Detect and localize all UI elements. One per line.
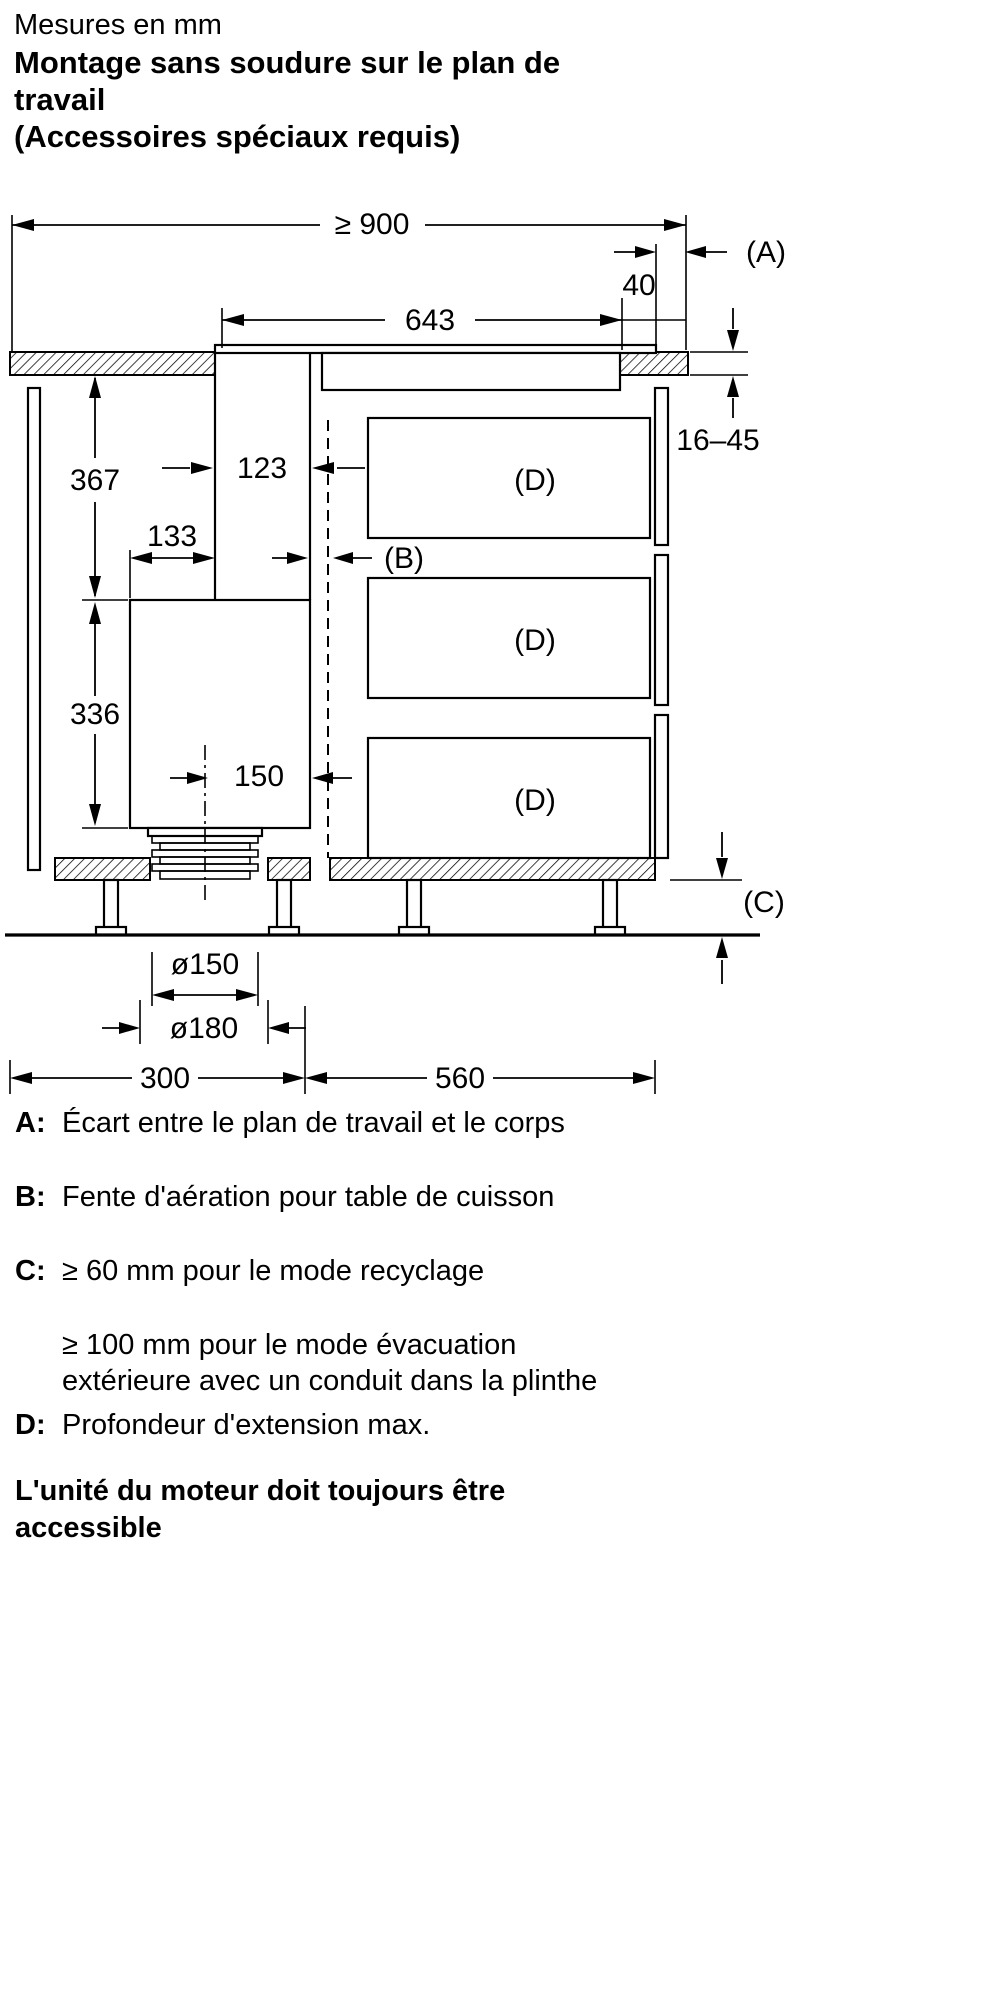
label-a-pointer: (A) <box>614 236 786 269</box>
page-title: Montage sans soudure sur le plan de trav… <box>14 45 561 117</box>
dim-height-367: 367 <box>70 376 128 601</box>
dim-560-label: 560 <box>435 1062 485 1095</box>
motor-unit <box>128 598 312 838</box>
label-c-pointer: (C) <box>670 832 785 984</box>
left-side-panel <box>26 386 42 872</box>
drawers: (D) (D) (D) <box>366 416 652 860</box>
legend-key-d: D: <box>15 1409 46 1441</box>
dim-123-label: 123 <box>237 452 287 485</box>
dim-dia-150: ø150 <box>151 948 259 1006</box>
legend-row-d: D: Profondeur d'extension max. <box>15 1407 980 1443</box>
dim-motor-133: 133 <box>129 520 215 598</box>
label-c: (C) <box>743 886 785 919</box>
cabinet-legs <box>94 878 627 937</box>
drawer-3-label: (D) <box>514 784 556 817</box>
legend: A: Écart entre le plan de travail et le … <box>15 1105 980 1547</box>
dim-dia-180: ø180 <box>102 1000 306 1045</box>
dim-duct-123: 123 <box>162 452 365 485</box>
dim-height-336: 336 <box>70 602 128 829</box>
dim-bottom-560: 560 <box>305 1060 656 1095</box>
motor-access-note: L'unité du moteur doit toujours être acc… <box>15 1475 506 1544</box>
drawer-3 <box>366 736 652 860</box>
label-a: (A) <box>746 236 786 269</box>
dim-150-label: 150 <box>234 760 284 793</box>
dim-dia180-label: ø180 <box>170 1012 238 1045</box>
drawer-1 <box>366 416 652 540</box>
cooktop <box>213 343 658 392</box>
dim-133-label: 133 <box>147 520 197 553</box>
air-duct <box>213 353 312 600</box>
plinth-strips <box>54 857 656 881</box>
drawer-2 <box>366 576 652 700</box>
page-subtitle: (Accessoires spéciaux requis) <box>14 119 461 154</box>
dim-643-label: 643 <box>405 304 455 337</box>
drawer-1-label: (D) <box>514 464 556 497</box>
legend-key-c: C: <box>15 1255 46 1287</box>
dim-40-label: 40 <box>622 269 655 302</box>
legend-row-c: C: ≥ 60 mm pour le mode recyclage <box>15 1253 980 1289</box>
dim-cooktop-643: 643 <box>221 304 622 348</box>
right-side-panels <box>653 386 670 860</box>
dim-336-label: 336 <box>70 698 120 731</box>
dim-overhang-40: 40 <box>621 244 686 350</box>
legend-text-c2: ≥ 100 mm pour le mode évacuation extérie… <box>62 1329 598 1397</box>
label-b-pointer: (B) <box>272 542 424 575</box>
legend-text-c: ≥ 60 mm pour le mode recyclage <box>62 1255 485 1287</box>
drawer-2-label: (D) <box>514 624 556 657</box>
legend-key-c2 <box>15 1327 62 1399</box>
dim-thickness-16-45: 16–45 <box>676 308 760 457</box>
worktop-left <box>9 351 216 376</box>
installation-diagram: (D) (D) (D) <box>5 208 786 1095</box>
measures-label: Mesures en mm <box>14 9 222 41</box>
worktop-right <box>619 351 689 376</box>
legend-text-b: Fente d'aération pour table de cuisson <box>62 1181 555 1213</box>
dim-duct-150: 150 <box>170 760 352 793</box>
legend-row-c2: ≥ 100 mm pour le mode évacuation extérie… <box>15 1327 980 1399</box>
dim-dia150-label: ø150 <box>171 948 239 981</box>
legend-key-a: A: <box>15 1107 46 1139</box>
dim-300-label: 300 <box>140 1062 190 1095</box>
label-b: (B) <box>384 542 424 575</box>
dim-total-width: ≥ 900 <box>11 208 687 352</box>
dim-367-label: 367 <box>70 464 120 497</box>
legend-text-d: Profondeur d'extension max. <box>62 1409 431 1441</box>
dim-total-width-label: ≥ 900 <box>335 208 410 241</box>
dim-thickness-label: 16–45 <box>676 424 759 457</box>
legend-row-b: B: Fente d'aération pour table de cuisso… <box>15 1179 980 1215</box>
dim-bottom-300: 300 <box>9 1006 306 1095</box>
title-block: Mesures en mm Montage sans soudure sur l… <box>14 6 744 155</box>
legend-key-b: B: <box>15 1181 46 1213</box>
legend-text-a: Écart entre le plan de travail et le cor… <box>62 1107 565 1139</box>
legend-row-a: A: Écart entre le plan de travail et le … <box>15 1105 980 1141</box>
